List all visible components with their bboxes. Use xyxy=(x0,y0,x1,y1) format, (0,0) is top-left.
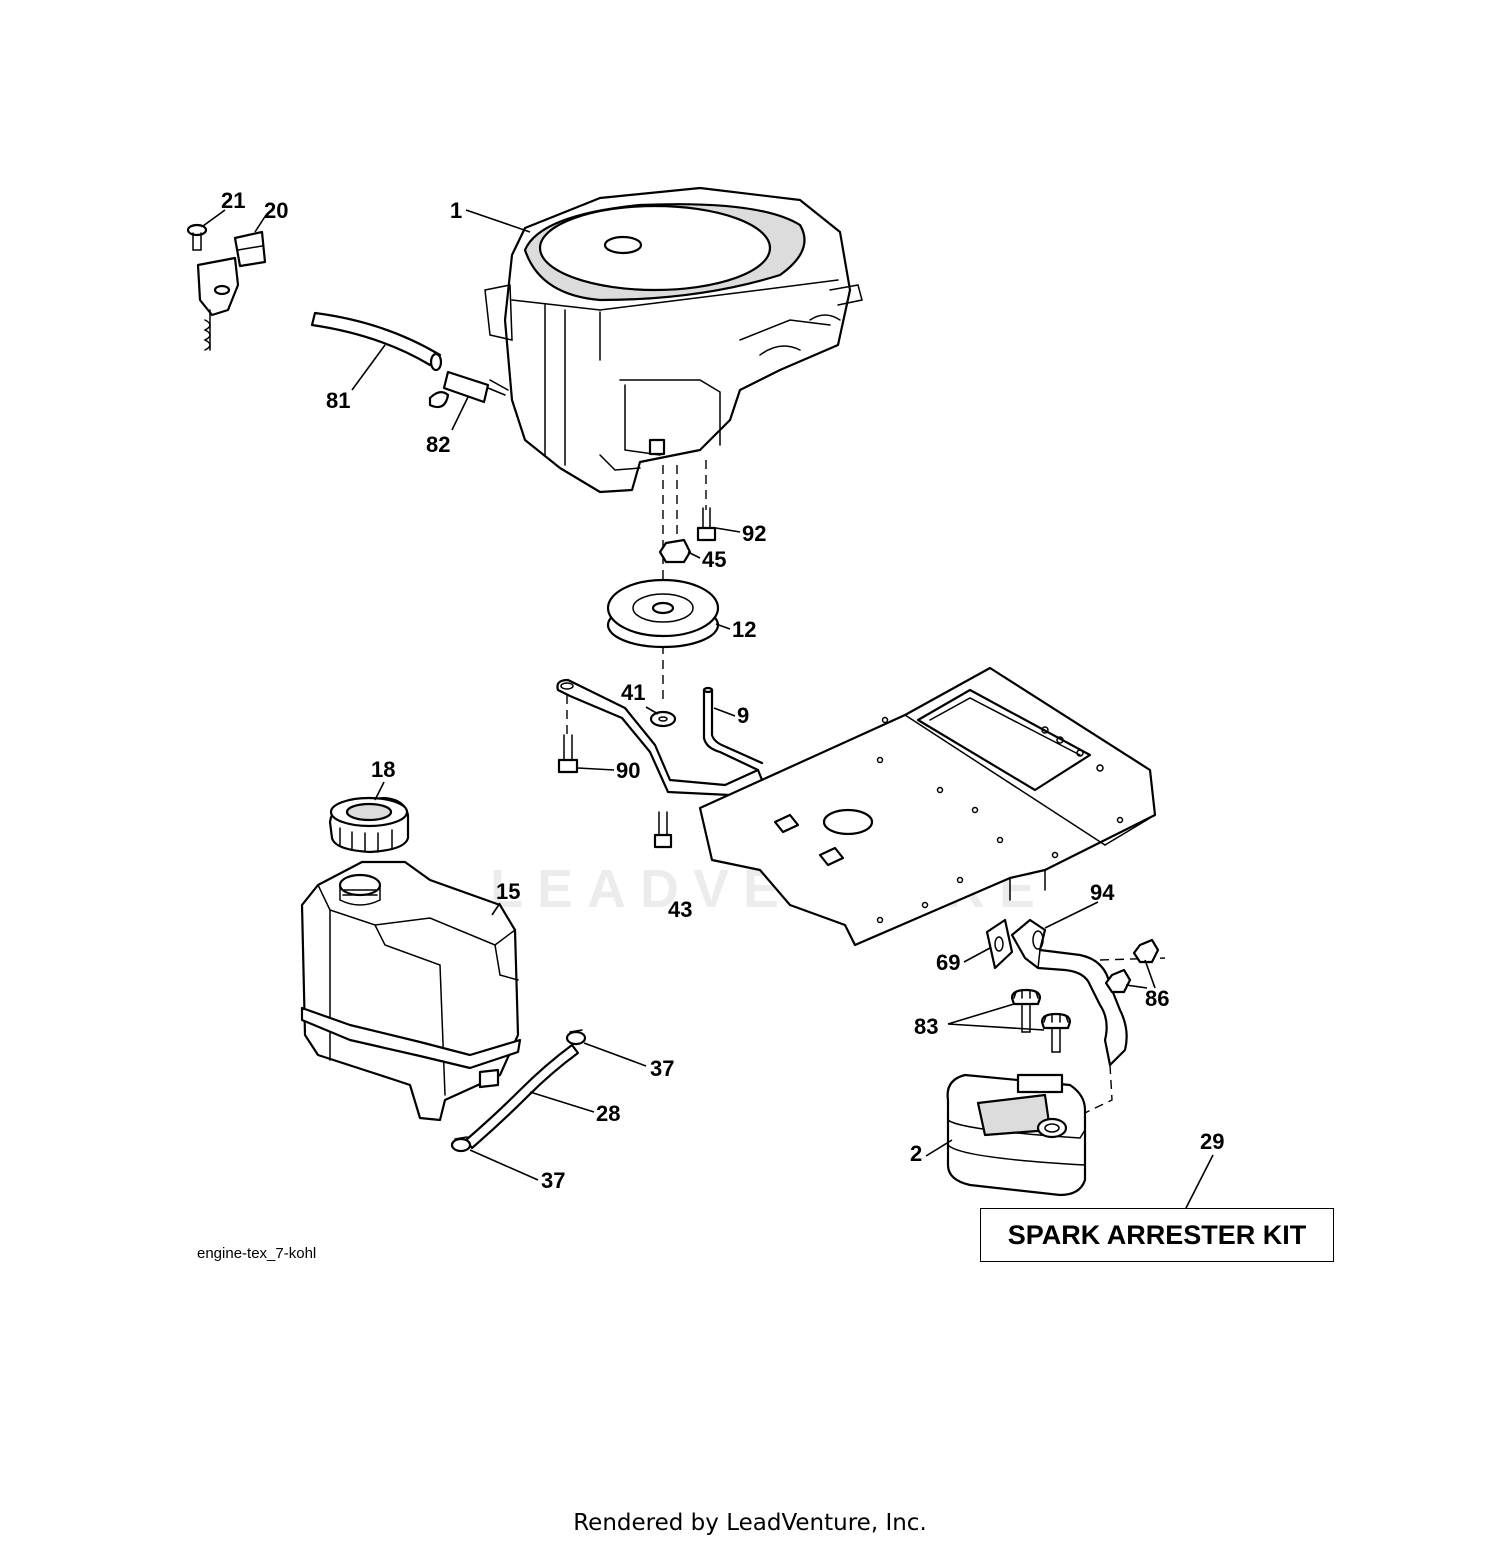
gasket-69-part[interactable] xyxy=(985,918,1014,970)
frame-plate-part[interactable] xyxy=(698,666,1157,947)
fuel-line-9-part[interactable] xyxy=(702,686,764,772)
footer-credit: Rendered by LeadVenture, Inc. xyxy=(573,1510,927,1536)
callout-69: 69 xyxy=(936,950,960,975)
bolts-83-part[interactable] xyxy=(1010,988,1072,1053)
callout-15: 15 xyxy=(496,879,520,904)
callout-92: 92 xyxy=(742,521,766,546)
callout-9: 9 xyxy=(737,703,749,728)
callout-28: 28 xyxy=(596,1101,620,1126)
callout-94: 94 xyxy=(1090,880,1115,905)
callout-83: 83 xyxy=(914,1014,938,1039)
nut-45-part[interactable] xyxy=(658,538,692,564)
washer-41-part[interactable] xyxy=(649,710,677,728)
fuel-hose-28-part[interactable] xyxy=(464,1043,580,1150)
callout-45: 45 xyxy=(702,547,726,572)
callout-29: 29 xyxy=(1200,1129,1224,1154)
fuel-cap-part[interactable] xyxy=(328,796,410,854)
dipstick-tube-part[interactable] xyxy=(196,230,267,351)
callout-2: 2 xyxy=(910,1141,922,1166)
muffler-part[interactable] xyxy=(946,1073,1087,1197)
engine-part[interactable] xyxy=(484,186,863,494)
callout-37-bottom: 37 xyxy=(541,1168,565,1193)
bolt-92-part[interactable] xyxy=(696,507,717,542)
callout-1: 1 xyxy=(450,198,462,223)
callout-43: 43 xyxy=(668,897,692,922)
pulley-part[interactable] xyxy=(606,578,720,649)
callout-20: 20 xyxy=(264,198,288,223)
callout-41: 41 xyxy=(621,680,645,705)
exhaust-pipe-part[interactable] xyxy=(1010,918,1128,1067)
leader-lines xyxy=(202,209,1214,1209)
bolt-43-part[interactable] xyxy=(653,811,673,849)
screw-21-part[interactable] xyxy=(186,223,208,251)
spark-arrester-kit-label: SPARK ARRESTER KIT xyxy=(980,1208,1334,1262)
callout-81: 81 xyxy=(326,388,350,413)
callout-86: 86 xyxy=(1145,986,1169,1011)
fuel-tank-part[interactable] xyxy=(300,860,522,1122)
callout-21: 21 xyxy=(221,188,245,213)
drain-valve-part[interactable] xyxy=(428,370,509,409)
callout-90: 90 xyxy=(616,758,640,783)
clamp-37-bottom-part[interactable] xyxy=(450,1136,472,1153)
clamp-37-top-part[interactable] xyxy=(565,1029,587,1046)
callout-82: 82 xyxy=(426,432,450,457)
bolt-90-part[interactable] xyxy=(557,734,579,774)
callout-12: 12 xyxy=(732,617,756,642)
drain-hose-part[interactable] xyxy=(310,311,443,372)
callout-37-top: 37 xyxy=(650,1056,674,1081)
bracket-part[interactable] xyxy=(556,678,764,797)
diagram-id: engine-tex_7-kohl xyxy=(197,1245,317,1262)
nuts-86-part[interactable] xyxy=(1104,938,1160,994)
callout-18: 18 xyxy=(371,757,395,782)
